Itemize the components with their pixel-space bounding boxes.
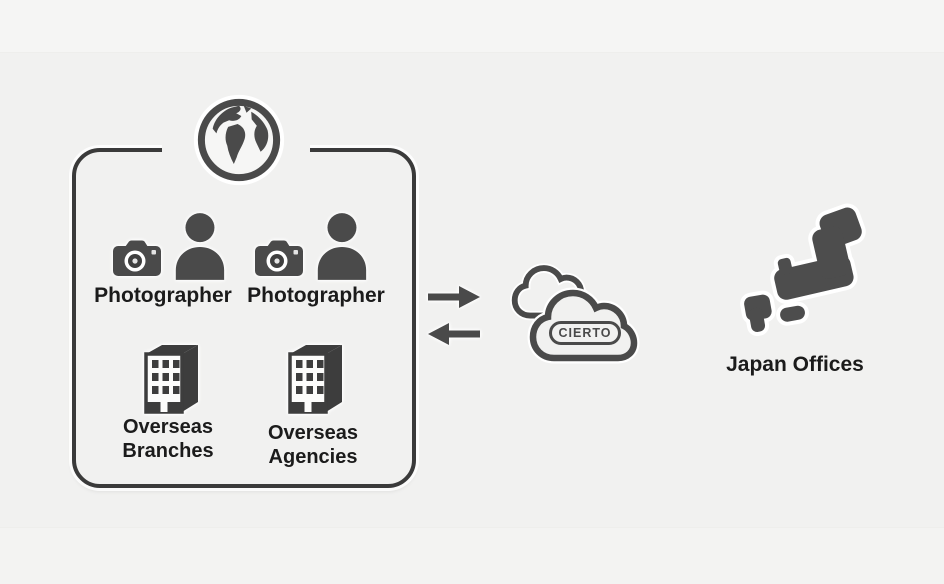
photographer-unit — [112, 212, 228, 280]
arrow-left-icon — [428, 323, 480, 345]
building-icon — [288, 345, 342, 414]
person-icon — [317, 213, 367, 280]
globe-icon — [193, 94, 285, 186]
cierto-badge: CIERTO — [549, 321, 621, 345]
photographer-label: Photographer — [94, 284, 232, 307]
japan-offices-label: Japan Offices — [726, 353, 864, 376]
background-top-band — [0, 0, 944, 53]
photographer-unit — [254, 212, 370, 280]
background-bottom-band — [0, 527, 944, 584]
cierto-label: CIERTO — [558, 326, 612, 340]
person-icon — [175, 213, 225, 280]
photographer-label: Photographer — [247, 284, 385, 307]
cloud-icon — [509, 263, 640, 364]
camera-icon — [113, 240, 161, 276]
overseas-branches-label: Overseas Branches — [122, 416, 214, 463]
japan-map-icon — [740, 203, 866, 336]
arrow-right-icon — [428, 286, 480, 308]
building-icon — [144, 345, 198, 414]
overseas-agencies-label: Overseas Agencies — [267, 422, 359, 469]
exchange-arrows — [428, 286, 480, 345]
camera-icon — [255, 240, 303, 276]
